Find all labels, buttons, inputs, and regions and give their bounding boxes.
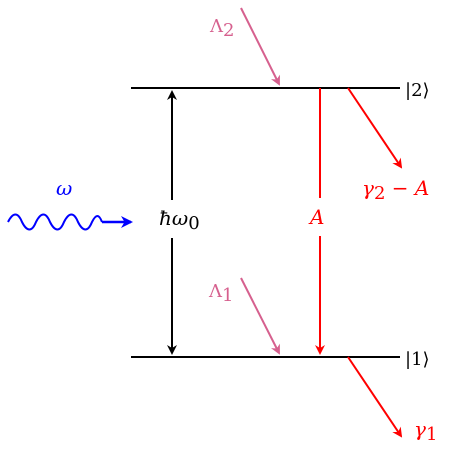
lambda1-label: Λ1 (208, 281, 233, 306)
lambda2-arrow (240, 7, 280, 86)
gamma2-label: γ2 − A (362, 176, 429, 204)
lower-level-label: |1⟩ (405, 349, 430, 370)
omega-label: ω (56, 176, 72, 200)
gamma1-decay-arrow (347, 356, 403, 438)
upper-level-label: |2⟩ (405, 80, 430, 101)
gamma2-decay-arrow (347, 87, 403, 169)
lambda1-arrow (240, 277, 280, 355)
einstein-A-label: A (308, 205, 324, 229)
transition-energy-label: ħω0 (159, 206, 200, 234)
lambda2-label: Λ2 (209, 16, 234, 41)
incoming-wave-icon (7, 213, 103, 231)
gamma1-label: γ1 (414, 417, 437, 445)
